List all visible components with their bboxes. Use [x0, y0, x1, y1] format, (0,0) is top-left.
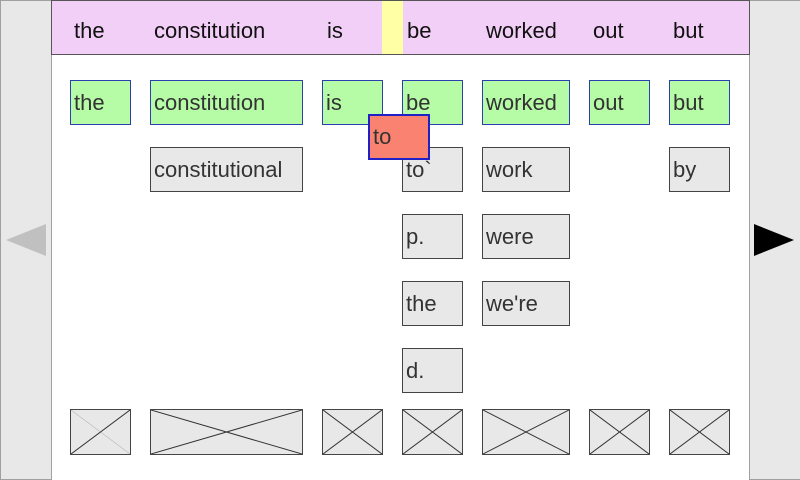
selected-word[interactable]: constitution — [150, 80, 303, 125]
next-panel[interactable] — [749, 0, 800, 480]
cross-icon — [151, 410, 302, 454]
sentence-word[interactable]: worked — [486, 18, 557, 43]
alternative-word[interactable]: were — [482, 214, 570, 259]
delete-word-button[interactable] — [669, 409, 730, 455]
delete-word-button[interactable] — [322, 409, 383, 455]
delete-word-button[interactable] — [402, 409, 463, 455]
dragged-word[interactable]: to — [368, 114, 430, 160]
sentence-bar: the constitution is be worked out but — [51, 0, 750, 55]
alternative-word[interactable]: by — [669, 147, 730, 192]
delete-word-button[interactable] — [70, 409, 131, 455]
selected-word[interactable]: is — [322, 80, 383, 125]
selected-word[interactable]: worked — [482, 80, 570, 125]
alternative-word[interactable]: d. — [402, 348, 463, 393]
cross-icon — [590, 410, 649, 454]
cross-icon — [323, 410, 382, 454]
insertion-marker — [382, 1, 403, 54]
sentence-word[interactable]: the — [74, 18, 105, 43]
sentence-word[interactable]: is — [327, 18, 343, 43]
alternative-word[interactable]: constitutional — [150, 147, 303, 192]
selected-word[interactable]: the — [70, 80, 131, 125]
selected-word[interactable]: out — [589, 80, 650, 125]
next-arrow-icon[interactable] — [754, 224, 794, 256]
cross-icon — [670, 410, 729, 454]
delete-word-button[interactable] — [150, 409, 303, 455]
sentence-word[interactable]: out — [593, 18, 624, 43]
sentence-word[interactable]: but — [673, 18, 704, 43]
delete-word-button[interactable] — [589, 409, 650, 455]
cross-icon — [403, 410, 462, 454]
alternative-word[interactable]: we're — [482, 281, 570, 326]
alternative-word[interactable]: p. — [402, 214, 463, 259]
selected-word[interactable]: but — [669, 80, 730, 125]
previous-arrow-icon[interactable] — [6, 224, 46, 256]
sentence-word[interactable]: be — [407, 18, 432, 43]
previous-panel[interactable] — [0, 0, 52, 480]
alternative-word[interactable]: the — [402, 281, 463, 326]
cross-icon — [483, 410, 569, 454]
alternative-word[interactable]: work — [482, 147, 570, 192]
cross-icon — [71, 410, 130, 454]
selected-word[interactable]: be — [402, 80, 463, 125]
sentence-word[interactable]: constitution — [154, 18, 266, 43]
delete-word-button[interactable] — [482, 409, 570, 455]
